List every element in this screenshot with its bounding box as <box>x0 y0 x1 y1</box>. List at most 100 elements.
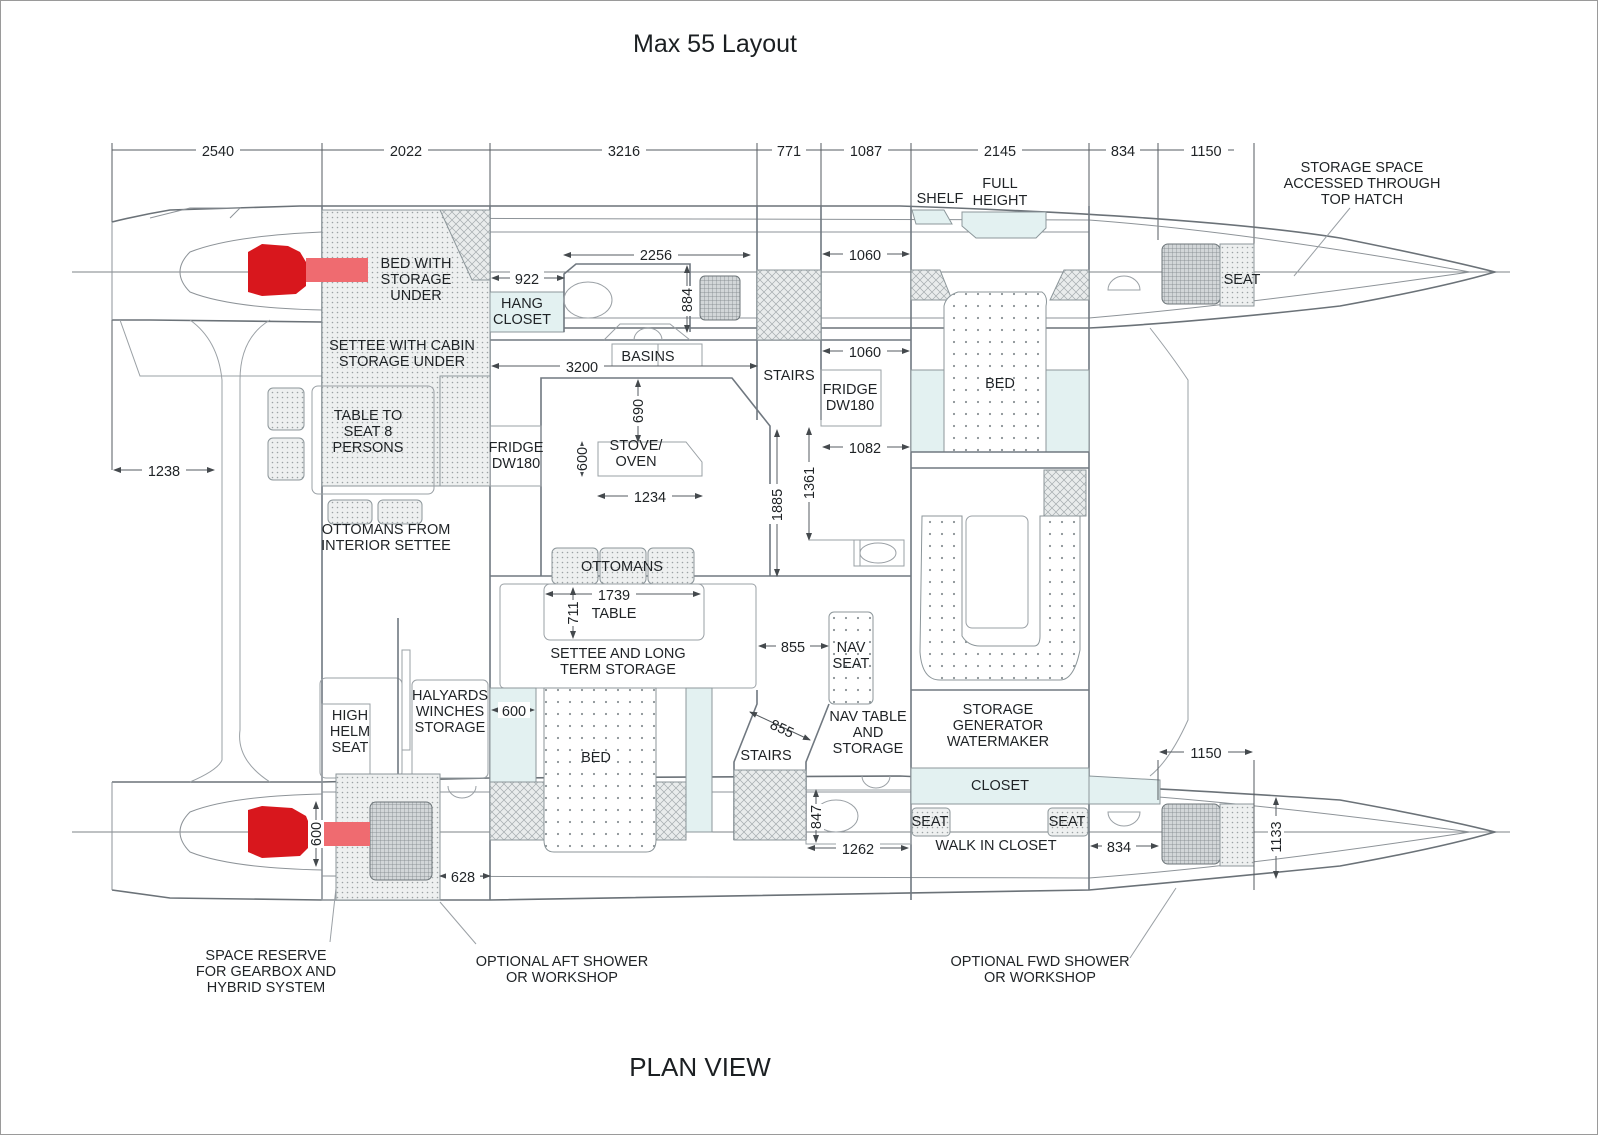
label-settee-long-2: TERM STORAGE <box>560 662 676 678</box>
label-stove-2: OVEN <box>615 454 656 470</box>
label-hang-closet-2: CLOSET <box>493 312 551 328</box>
halyards-locker <box>411 679 489 779</box>
stair-treads-bottom <box>733 769 807 841</box>
dim-600-hall: 600 <box>502 704 526 720</box>
bed-side-hatch-left <box>910 269 953 301</box>
label-nav-table-2: AND <box>853 725 884 741</box>
dim-690: 690 <box>631 399 647 423</box>
ottoman-front-1 <box>327 499 373 525</box>
stove-oven <box>597 441 703 477</box>
label-fridge-left-1: FRIDGE <box>489 440 544 456</box>
ottoman-side-2 <box>267 437 305 481</box>
fwd-settee <box>919 515 1081 681</box>
ottoman-front-2 <box>377 499 423 525</box>
note-space-reserve-1: SPACE RESERVE <box>205 948 326 964</box>
label-stairs-top: STAIRS <box>763 368 814 384</box>
port-aft-locker-right <box>685 687 713 833</box>
label-stove-1: STOVE/ <box>610 438 664 454</box>
aft-bed-hatch-left <box>489 781 545 841</box>
label-storage-gen-3: WATERMAKER <box>947 734 1049 750</box>
dim-834-port: 834 <box>1107 840 1131 856</box>
label-high-helm-3: SEAT <box>332 740 369 756</box>
dim-855-b: 855 <box>767 717 796 742</box>
aft-shower-tray <box>369 801 433 881</box>
label-halyards-3: STORAGE <box>415 720 486 736</box>
label-bed-fwd: BED <box>985 376 1015 392</box>
label-shelf: SHELF <box>917 191 964 207</box>
dim-1739: 1739 <box>598 588 630 604</box>
closet-seat-right <box>1047 807 1089 837</box>
dim-2022: 2022 <box>390 144 422 160</box>
label-high-helm-2: HELM <box>330 724 370 740</box>
label-ottomans-from-2: INTERIOR SETTEE <box>321 538 451 554</box>
stbd-fwd-seat <box>1219 243 1255 307</box>
dim-2540: 2540 <box>202 144 234 160</box>
note-storage-hatch-3: TOP HATCH <box>1321 192 1403 208</box>
label-bed-with-storage-3: UNDER <box>390 288 442 304</box>
note-storage-hatch-2: ACCESSED THROUGH <box>1284 176 1441 192</box>
dim-600-shaft: 600 <box>309 822 325 846</box>
label-table8-3: PERSONS <box>333 440 404 456</box>
label-closet: CLOSET <box>971 778 1029 794</box>
closet-seat-left <box>911 807 951 837</box>
label-bed-with-storage-1: BED WITH <box>381 256 452 272</box>
closet <box>910 767 1090 805</box>
label-halyards-1: HALYARDS <box>412 688 488 704</box>
label-basins: BASINS <box>621 349 674 365</box>
note-opt-fwd-1: OPTIONAL FWD SHOWER <box>950 954 1129 970</box>
dim-2145: 2145 <box>984 144 1016 160</box>
full-height-locker <box>961 211 1047 239</box>
label-nav-table-3: STORAGE <box>833 741 904 757</box>
fridge-left <box>489 425 542 487</box>
label-nav-table-1: NAV TABLE <box>829 709 907 725</box>
drawing-title: Max 55 Layout <box>633 30 797 58</box>
dim-1150-port: 1150 <box>1190 746 1221 762</box>
label-nav-seat-2: SEAT <box>833 656 870 672</box>
dim-1238: 1238 <box>148 464 180 480</box>
fwd-settee-hatch <box>1043 469 1087 517</box>
dim-834: 834 <box>1111 144 1135 160</box>
bridge-deck <box>119 319 1189 783</box>
label-fridge-left-2: DW180 <box>492 456 540 472</box>
label-seat-a: SEAT <box>912 814 949 830</box>
note-opt-aft-2: OR WORKSHOP <box>506 970 618 986</box>
hang-closet <box>489 291 565 333</box>
dim-1361: 1361 <box>802 467 818 499</box>
label-table8-2: SEAT 8 <box>344 424 393 440</box>
bed-locker-right <box>1043 369 1090 453</box>
dim-3216: 3216 <box>608 144 640 160</box>
label-high-helm-1: HIGH <box>332 708 368 724</box>
label-stairs-bottom: STAIRS <box>740 748 791 764</box>
fwd-bed <box>943 291 1047 453</box>
dim-1082: 1082 <box>849 441 881 457</box>
dim-1087: 1087 <box>850 144 882 160</box>
plan-view-caption: PLAN VIEW <box>629 1052 771 1082</box>
label-hang-closet-1: HANG <box>501 296 543 312</box>
label-table: TABLE <box>592 606 637 622</box>
dim-847: 847 <box>809 805 825 829</box>
dim-1133: 1133 <box>1269 821 1285 852</box>
label-ottomans: OTTOMANS <box>581 559 663 575</box>
fwd-table <box>965 515 1029 629</box>
ottoman-side-1 <box>267 387 305 431</box>
dim-3200: 3200 <box>566 360 598 376</box>
saloon-table <box>311 385 435 495</box>
stbd-fwd-shower <box>1161 243 1221 305</box>
dim-855-a: 855 <box>781 640 805 656</box>
settee-corner <box>439 375 491 487</box>
label-halyards-2: WINCHES <box>416 704 484 720</box>
dim-1060-a: 1060 <box>849 248 881 264</box>
aft-bed-hatch-right <box>655 781 687 841</box>
fridge-right <box>820 369 882 427</box>
label-settee-long-1: SETTEE AND LONG <box>550 646 685 662</box>
dim-1262: 1262 <box>842 842 874 858</box>
stair-treads-top <box>756 269 822 341</box>
dim-1150: 1150 <box>1190 144 1221 160</box>
label-seat-b: SEAT <box>1049 814 1086 830</box>
toilet-fwd <box>853 539 905 567</box>
dim-2256: 2256 <box>640 248 672 264</box>
label-full-height-2: HEIGHT <box>973 193 1028 209</box>
dinette-table <box>543 583 705 641</box>
